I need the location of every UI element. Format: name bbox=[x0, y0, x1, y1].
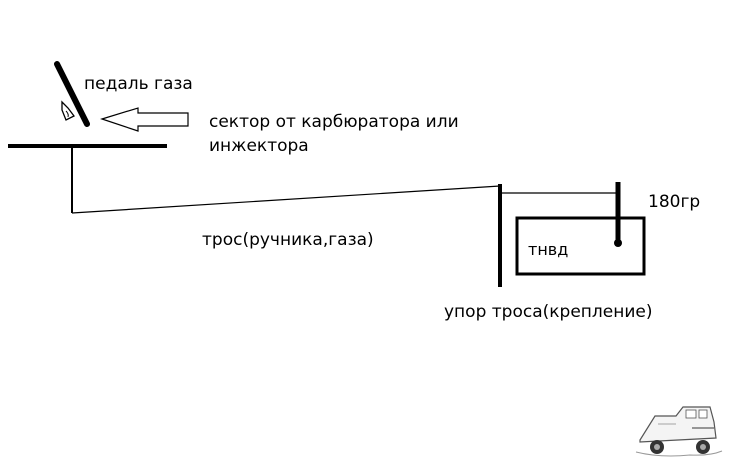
sector-label-line1: сектор от карбюратора или bbox=[209, 112, 459, 132]
left-arrow-icon bbox=[100, 107, 189, 132]
cable-stop-label: упор троса(крепление) bbox=[444, 302, 653, 322]
sector-piece bbox=[61, 100, 75, 121]
pump-lever-pivot bbox=[614, 239, 622, 247]
pump-label: тнвд bbox=[528, 240, 569, 259]
sector-label-line2: инжектора bbox=[209, 136, 309, 156]
cable-label: трос(ручника,газа) bbox=[202, 230, 374, 250]
off-road-truck-logo bbox=[635, 406, 723, 457]
weight-label: 180гр bbox=[648, 192, 701, 212]
pump-box bbox=[515, 216, 646, 276]
pedal-label: педаль газа bbox=[84, 74, 193, 94]
pedal-lever bbox=[54, 61, 90, 127]
cable-line bbox=[71, 185, 501, 214]
